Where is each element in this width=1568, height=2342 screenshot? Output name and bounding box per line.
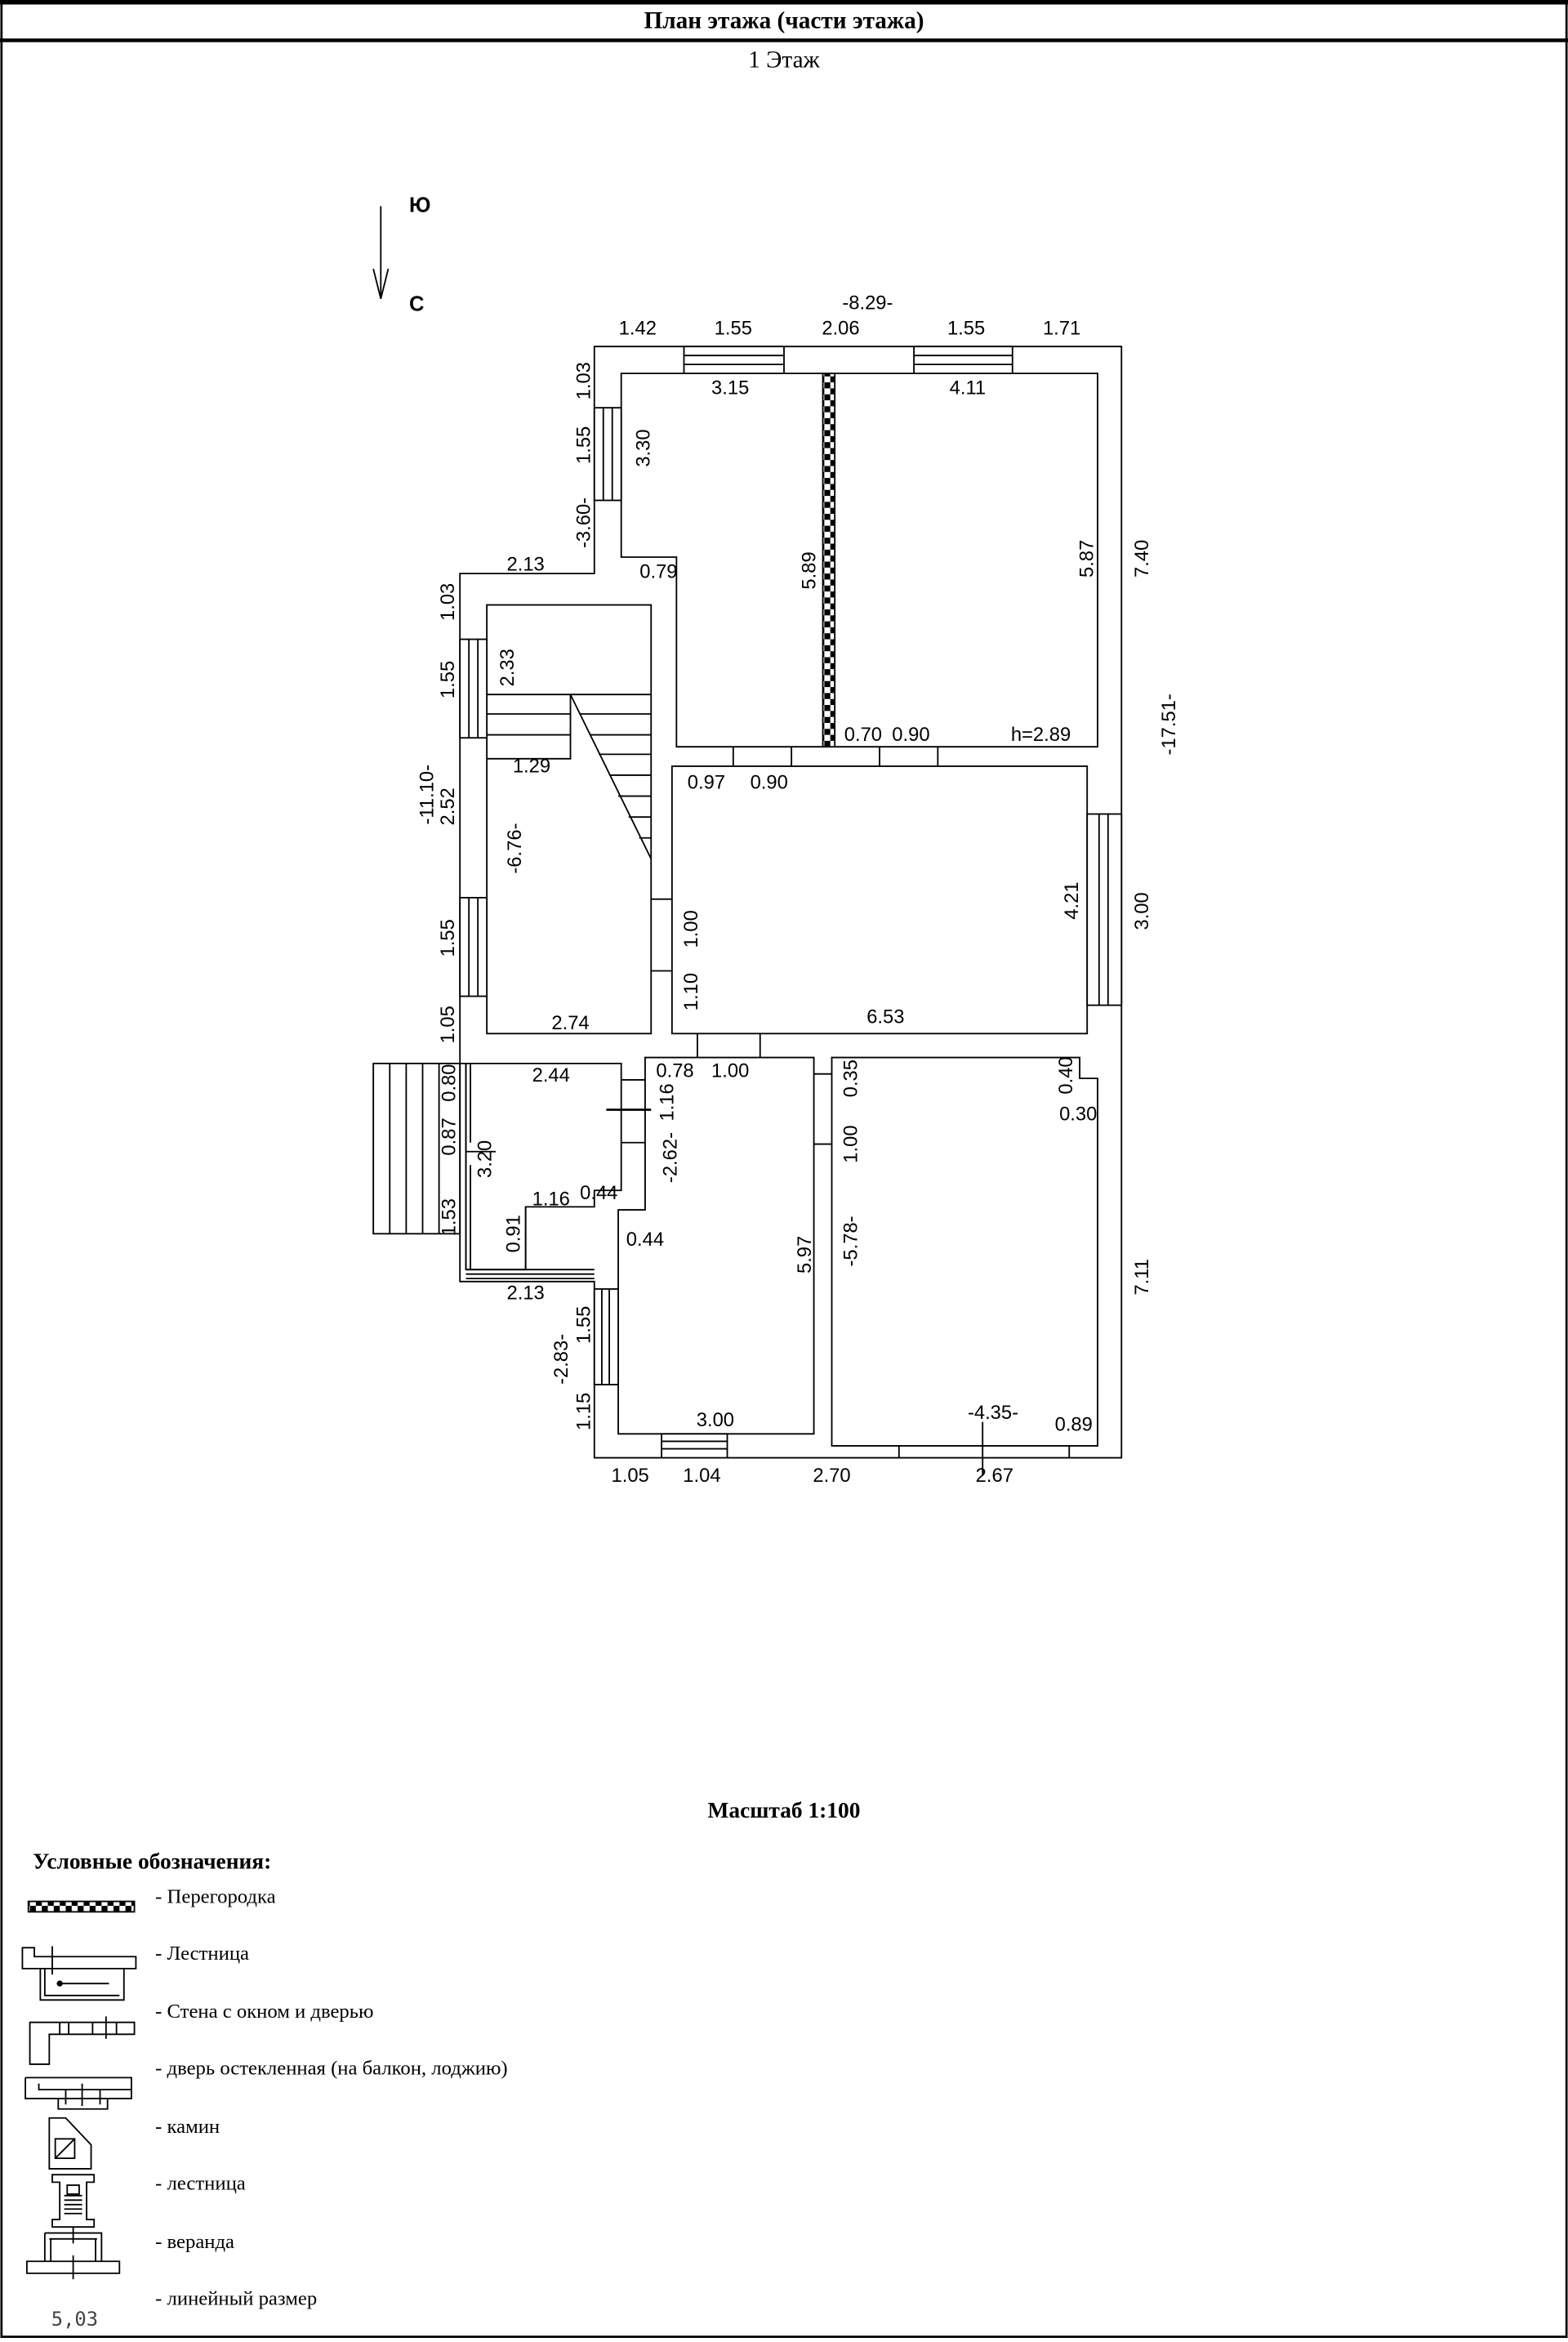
dimension-label: 1.05 bbox=[437, 1006, 459, 1043]
dimension-label: 5.89 bbox=[798, 551, 820, 589]
dimension-label: 5.97 bbox=[794, 1236, 816, 1274]
dimension-label: 1.10 bbox=[680, 973, 702, 1010]
dimension-label: 1.00 bbox=[840, 1125, 862, 1162]
dimension-label: 0.44 bbox=[626, 1229, 664, 1251]
legend-wall-window-door-icon bbox=[29, 2016, 136, 2065]
legend-item-label: - дверь остекленная (на балкон, лоджию) bbox=[155, 2058, 507, 2080]
dimension-label: 1.16 bbox=[532, 1189, 570, 1211]
dimension-label: 3.00 bbox=[697, 1409, 734, 1431]
dimension-label: 0.78 bbox=[656, 1059, 693, 1082]
dimension-label: 4.21 bbox=[1061, 881, 1083, 919]
page-title: План этажа (части этажа) bbox=[644, 8, 924, 34]
fireplace-icon bbox=[48, 2117, 92, 2170]
legend-title: Условные обозначения: bbox=[33, 1849, 271, 1873]
dimension-label: -11.10- bbox=[416, 765, 438, 825]
legend-item-label: - Лестница bbox=[155, 1943, 249, 1965]
dimension-label: 0.35 bbox=[840, 1059, 862, 1097]
dimension-label: 7.40 bbox=[1131, 540, 1153, 578]
legend-item-label: - лестница bbox=[155, 2172, 246, 2194]
scale-label: Масштаб 1:100 bbox=[708, 1798, 861, 1822]
legend-staircase-icon bbox=[21, 1946, 137, 2001]
legend-item-label: - Стена с окном и дверью bbox=[155, 2001, 373, 2023]
dimension-label: -5.78- bbox=[840, 1216, 862, 1266]
dimension-label: 1.55 bbox=[437, 919, 459, 957]
dimension-label: 2.70 bbox=[813, 1465, 850, 1487]
dimension-label: 2.33 bbox=[497, 649, 519, 686]
dimension-label: -8.29- bbox=[842, 292, 893, 314]
legend-glazed-door-icon bbox=[24, 2077, 132, 2110]
dimension-label: 0.44 bbox=[580, 1182, 617, 1204]
dimension-label: 1.16 bbox=[657, 1083, 679, 1121]
dimension-label: -4.35- bbox=[968, 1402, 1018, 1424]
dimension-label: 1.55 bbox=[572, 1306, 595, 1344]
dimension-label: 0.87 bbox=[439, 1117, 461, 1155]
dimension-label: 2.06 bbox=[822, 318, 859, 340]
dimension-label: 0.91 bbox=[502, 1215, 524, 1252]
floor-label: 1 Этаж bbox=[748, 47, 820, 73]
dimension-label: 1.03 bbox=[437, 583, 459, 621]
dimension-label: 1.00 bbox=[680, 910, 702, 948]
dimension-label: 1.00 bbox=[711, 1059, 749, 1082]
legend-item-label: - камин bbox=[155, 2116, 220, 2138]
dimension-label: 0.80 bbox=[439, 1064, 461, 1101]
dimension-label: 3.00 bbox=[1131, 892, 1153, 930]
dimension-label: 0.89 bbox=[1055, 1414, 1093, 1436]
dimension-label: 2.13 bbox=[507, 553, 545, 575]
dimension-label: 3.15 bbox=[711, 377, 749, 399]
veranda-icon bbox=[26, 2227, 121, 2280]
legend-sample-dimension: 5,03 bbox=[51, 2308, 98, 2331]
dimension-label: 2.52 bbox=[437, 787, 459, 825]
dimension-label: -17.51- bbox=[1158, 694, 1180, 755]
dimension-label: 1.29 bbox=[513, 755, 550, 777]
compass-south-label: Ю bbox=[409, 194, 430, 217]
dimension-label: 1.15 bbox=[572, 1393, 595, 1430]
dimension-label: 1.05 bbox=[612, 1465, 649, 1487]
dimension-label: -2.83- bbox=[550, 1334, 572, 1385]
dimension-label: 1.53 bbox=[439, 1198, 461, 1236]
dimension-label: 0.97 bbox=[688, 771, 725, 793]
dimension-label: 2.74 bbox=[551, 1012, 589, 1034]
dimension-label: 1.03 bbox=[572, 362, 595, 399]
dimension-label: 0.79 bbox=[639, 561, 677, 583]
legend-partition-icon bbox=[27, 1900, 136, 1913]
plan-walls bbox=[372, 346, 1123, 1476]
dimension-label: 7.11 bbox=[1131, 1259, 1153, 1295]
dimension-label: 4.11 bbox=[950, 377, 987, 399]
dimension-label: 0.70 bbox=[844, 724, 882, 746]
dimension-label: -6.76- bbox=[504, 823, 526, 874]
dimension-label: 1.71 bbox=[1043, 318, 1080, 340]
dimension-label: 1.04 bbox=[683, 1465, 720, 1487]
ceiling-height-label: h=2.89 bbox=[1011, 724, 1071, 746]
legend-stairwell-icon bbox=[51, 2174, 96, 2228]
compass-north-label: С bbox=[409, 292, 424, 315]
dimension-label: 0.40 bbox=[1055, 1056, 1077, 1094]
dimension-label: 1.55 bbox=[572, 426, 595, 464]
dimension-label: -2.62- bbox=[659, 1132, 681, 1183]
dimension-label: 6.53 bbox=[866, 1006, 904, 1028]
dimension-label: 1.55 bbox=[437, 661, 459, 698]
dimension-label: 2.44 bbox=[532, 1064, 570, 1086]
legend-item-label: - Перегородка bbox=[155, 1885, 275, 1907]
dimension-label: 1.42 bbox=[619, 318, 657, 340]
dimension-label: 3.20 bbox=[474, 1140, 497, 1178]
dimension-label: 1.55 bbox=[715, 318, 752, 340]
dimension-label: 3.30 bbox=[632, 429, 654, 466]
legend-items: - Перегородка - Лестница - Стена с окном… bbox=[155, 1885, 507, 2309]
dimension-label: 0.30 bbox=[1059, 1103, 1097, 1125]
dimension-label: 1.55 bbox=[947, 318, 985, 340]
dimension-label: 0.90 bbox=[892, 724, 929, 746]
dimension-label: 2.67 bbox=[976, 1465, 1013, 1487]
partition-wall bbox=[822, 372, 836, 748]
north-arrow-icon bbox=[372, 206, 390, 299]
dimension-label: 5.87 bbox=[1076, 540, 1098, 578]
legend-item-label: - линейный размер bbox=[155, 2287, 317, 2309]
dimension-label: -3.60- bbox=[572, 497, 595, 548]
legend-item-label: - веранда bbox=[155, 2231, 234, 2253]
dimension-label: 0.90 bbox=[751, 771, 788, 793]
dimension-labels: -8.29- 1.42 1.55 2.06 1.55 1.71 3.15 4.11 2.13 0.… bbox=[416, 292, 1180, 1486]
dimension-label: 2.13 bbox=[507, 1283, 545, 1305]
